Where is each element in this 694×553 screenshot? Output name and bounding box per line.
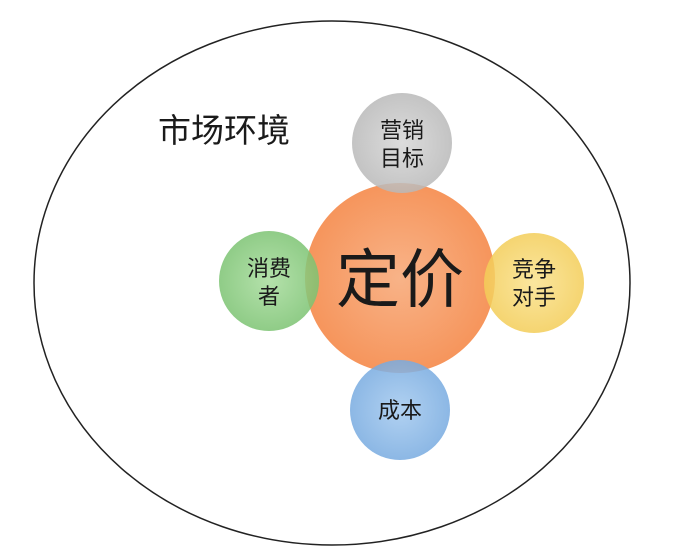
marketing-goal-label-line2: 目标 [380, 147, 424, 172]
factor-circle-consumer [219, 231, 319, 331]
consumer-label-line1: 消费 [247, 257, 291, 282]
center-label: 定价 [336, 244, 464, 318]
consumer-label-line2: 者 [258, 285, 280, 310]
factor-circle-competitor [484, 233, 584, 333]
marketing-goal-label-line1: 营销 [380, 119, 424, 144]
factor-circle-cost [350, 360, 450, 460]
environment-ellipse [33, 20, 631, 546]
factor-circle-marketing-goal [352, 93, 452, 193]
environment-label: 市场环境 [158, 111, 290, 150]
competitor-label-line2: 对手 [512, 286, 556, 311]
cost-label: 成本 [378, 399, 422, 424]
center-pricing-circle [305, 183, 495, 373]
competitor-label-line1: 竞争 [512, 258, 556, 283]
